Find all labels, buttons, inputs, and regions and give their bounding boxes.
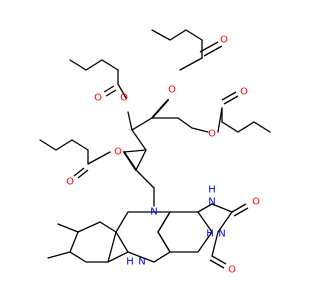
oxygen-ester-3: O [208, 129, 216, 140]
carbonyl-o-bond-2 [179, 57, 203, 71]
core-ring-right-c2 [211, 203, 233, 213]
oxygen-ring-carbonyl-upper: O [252, 197, 260, 208]
oxygen-carbonyl-4: O [66, 177, 74, 188]
co-double-3b [221, 91, 237, 101]
bonds [39, 29, 271, 263]
co-double-5a [231, 203, 247, 213]
molecule-canvas: O O O O O O O O O O N N H N H N H [39, 29, 271, 276]
methyl-top [57, 223, 79, 233]
oxygen-ester-4: O [114, 147, 122, 158]
butanoyl-chain-3 [221, 121, 271, 133]
methyl-bottom [47, 251, 71, 259]
core-ring-right-n3-c4 [211, 231, 219, 257]
co-double-1b [105, 89, 117, 97]
co-double-4a [73, 167, 85, 177]
nitrogen-n1: N [208, 197, 215, 208]
oxygen-atoms: O O O O O O O O O O [66, 35, 260, 276]
co-double-2b [203, 45, 223, 57]
core-ring-middle [115, 211, 172, 263]
nitrogen-n1-h: H [208, 185, 216, 196]
carbonyl-o-bond-3 [217, 107, 223, 133]
ester-o-link-d [191, 127, 209, 133]
co-double-6b [209, 259, 225, 269]
nitrogen-n3-h: H [206, 229, 214, 240]
butanoyl-chain-1 [69, 59, 119, 71]
ribityl-backbone [131, 117, 193, 189]
carbonyl-o-bond-4 [87, 151, 111, 165]
nitrogen-n5-h: H [126, 257, 134, 268]
co-double-2a [199, 41, 219, 53]
core-ring-right-c2-n3 [217, 211, 233, 233]
ester-o-link-b [127, 111, 133, 131]
nitrogen-n10: N [150, 207, 157, 218]
molecule-structure: O O O O O O O O O O N N H N H N H [39, 29, 271, 276]
oxygen-ring-carbonyl-lower: O [228, 265, 236, 276]
oxygen-carbonyl-2: O [220, 35, 228, 46]
co-double-6a [211, 255, 227, 265]
carbonyl-o-bond-1 [117, 83, 127, 99]
ester-o-link-a [123, 149, 147, 153]
core-ring-left-cross [107, 251, 129, 263]
co-double-4b [77, 169, 89, 179]
nitrogen-n5: N [138, 257, 145, 268]
butanoyl-chain-2 [151, 29, 203, 41]
co-double-5b [233, 207, 249, 217]
core-ring-left [69, 221, 117, 263]
oxygen-carbonyl-1: O [94, 93, 102, 104]
stereo-bond-2 [151, 99, 169, 119]
carbonyl-double-bonds [73, 41, 249, 269]
core-ring-right-upper-n [197, 203, 213, 213]
butanoyl-chain-4 [39, 139, 89, 151]
nitrogen-atoms: N N H N H N H [126, 185, 226, 268]
stereo-bond-1 [123, 151, 137, 171]
co-double-3a [223, 95, 239, 105]
oxygen-ester-2: O [168, 85, 176, 96]
co-double-1a [103, 85, 115, 93]
oxygen-ester-1: O [120, 93, 128, 104]
oxygen-carbonyl-3: O [240, 87, 248, 98]
nitrogen-n3: N [218, 229, 225, 240]
